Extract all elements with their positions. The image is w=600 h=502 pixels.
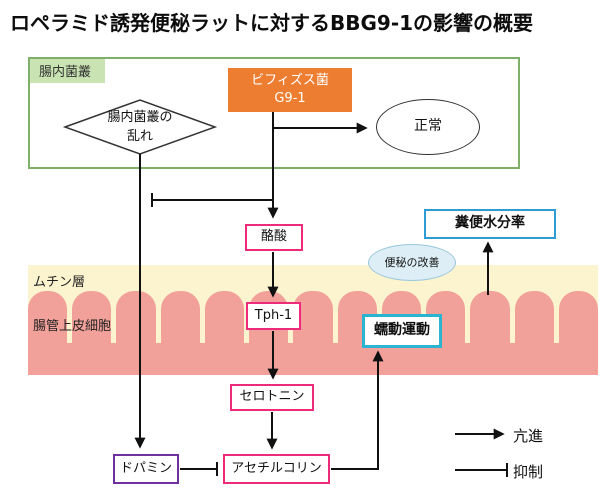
epithelium-villus bbox=[204, 291, 245, 343]
node-dopamine: ドパミン bbox=[113, 454, 179, 484]
node-normal: 正常 bbox=[376, 99, 480, 155]
mucin-layer-label: ムチン層 bbox=[33, 275, 86, 290]
node-acetylcholine: アセチルコリン bbox=[223, 454, 330, 484]
flora-frame-label: 腸内菌叢 bbox=[30, 59, 106, 83]
node-constipation-improvement: 便秘の改善 bbox=[368, 244, 456, 281]
flora-frame: 腸内菌叢 bbox=[28, 57, 520, 169]
epithelium-villus bbox=[28, 291, 68, 343]
node-peristalsis: 蠕動運動 bbox=[362, 314, 442, 348]
intestinal-tissue bbox=[28, 265, 599, 375]
epithelium-base bbox=[28, 343, 598, 375]
epithelium-label: 腸管上皮細胞 bbox=[33, 319, 112, 334]
node-butyrate: 酪酸 bbox=[245, 224, 303, 251]
epithelium-villus bbox=[72, 291, 112, 343]
epithelium-bumps bbox=[28, 291, 599, 343]
legend-inhibit-label: 抑制 bbox=[513, 463, 544, 481]
epithelium-villus bbox=[514, 291, 554, 343]
node-tph1: Tph-1 bbox=[246, 302, 301, 330]
legend-promote-label: 亢進 bbox=[513, 427, 544, 445]
epithelium-villus bbox=[116, 291, 156, 343]
node-serotonin: セロトニン bbox=[230, 384, 314, 411]
epithelium-villus bbox=[160, 291, 200, 343]
node-flora-disturbance: 腸内菌叢の 乱れ bbox=[107, 109, 173, 145]
node-fecal-water-rate: 糞便水分率 bbox=[424, 209, 556, 239]
node-bifidobacterium-g91: ビフィズス菌 G9-1 bbox=[228, 68, 352, 112]
page-title: ロペラミド誘発便秘ラットに対するBBG9-1の影響の概要 bbox=[10, 11, 534, 35]
epithelium-villus bbox=[558, 291, 599, 343]
epithelium-villus bbox=[470, 291, 510, 343]
